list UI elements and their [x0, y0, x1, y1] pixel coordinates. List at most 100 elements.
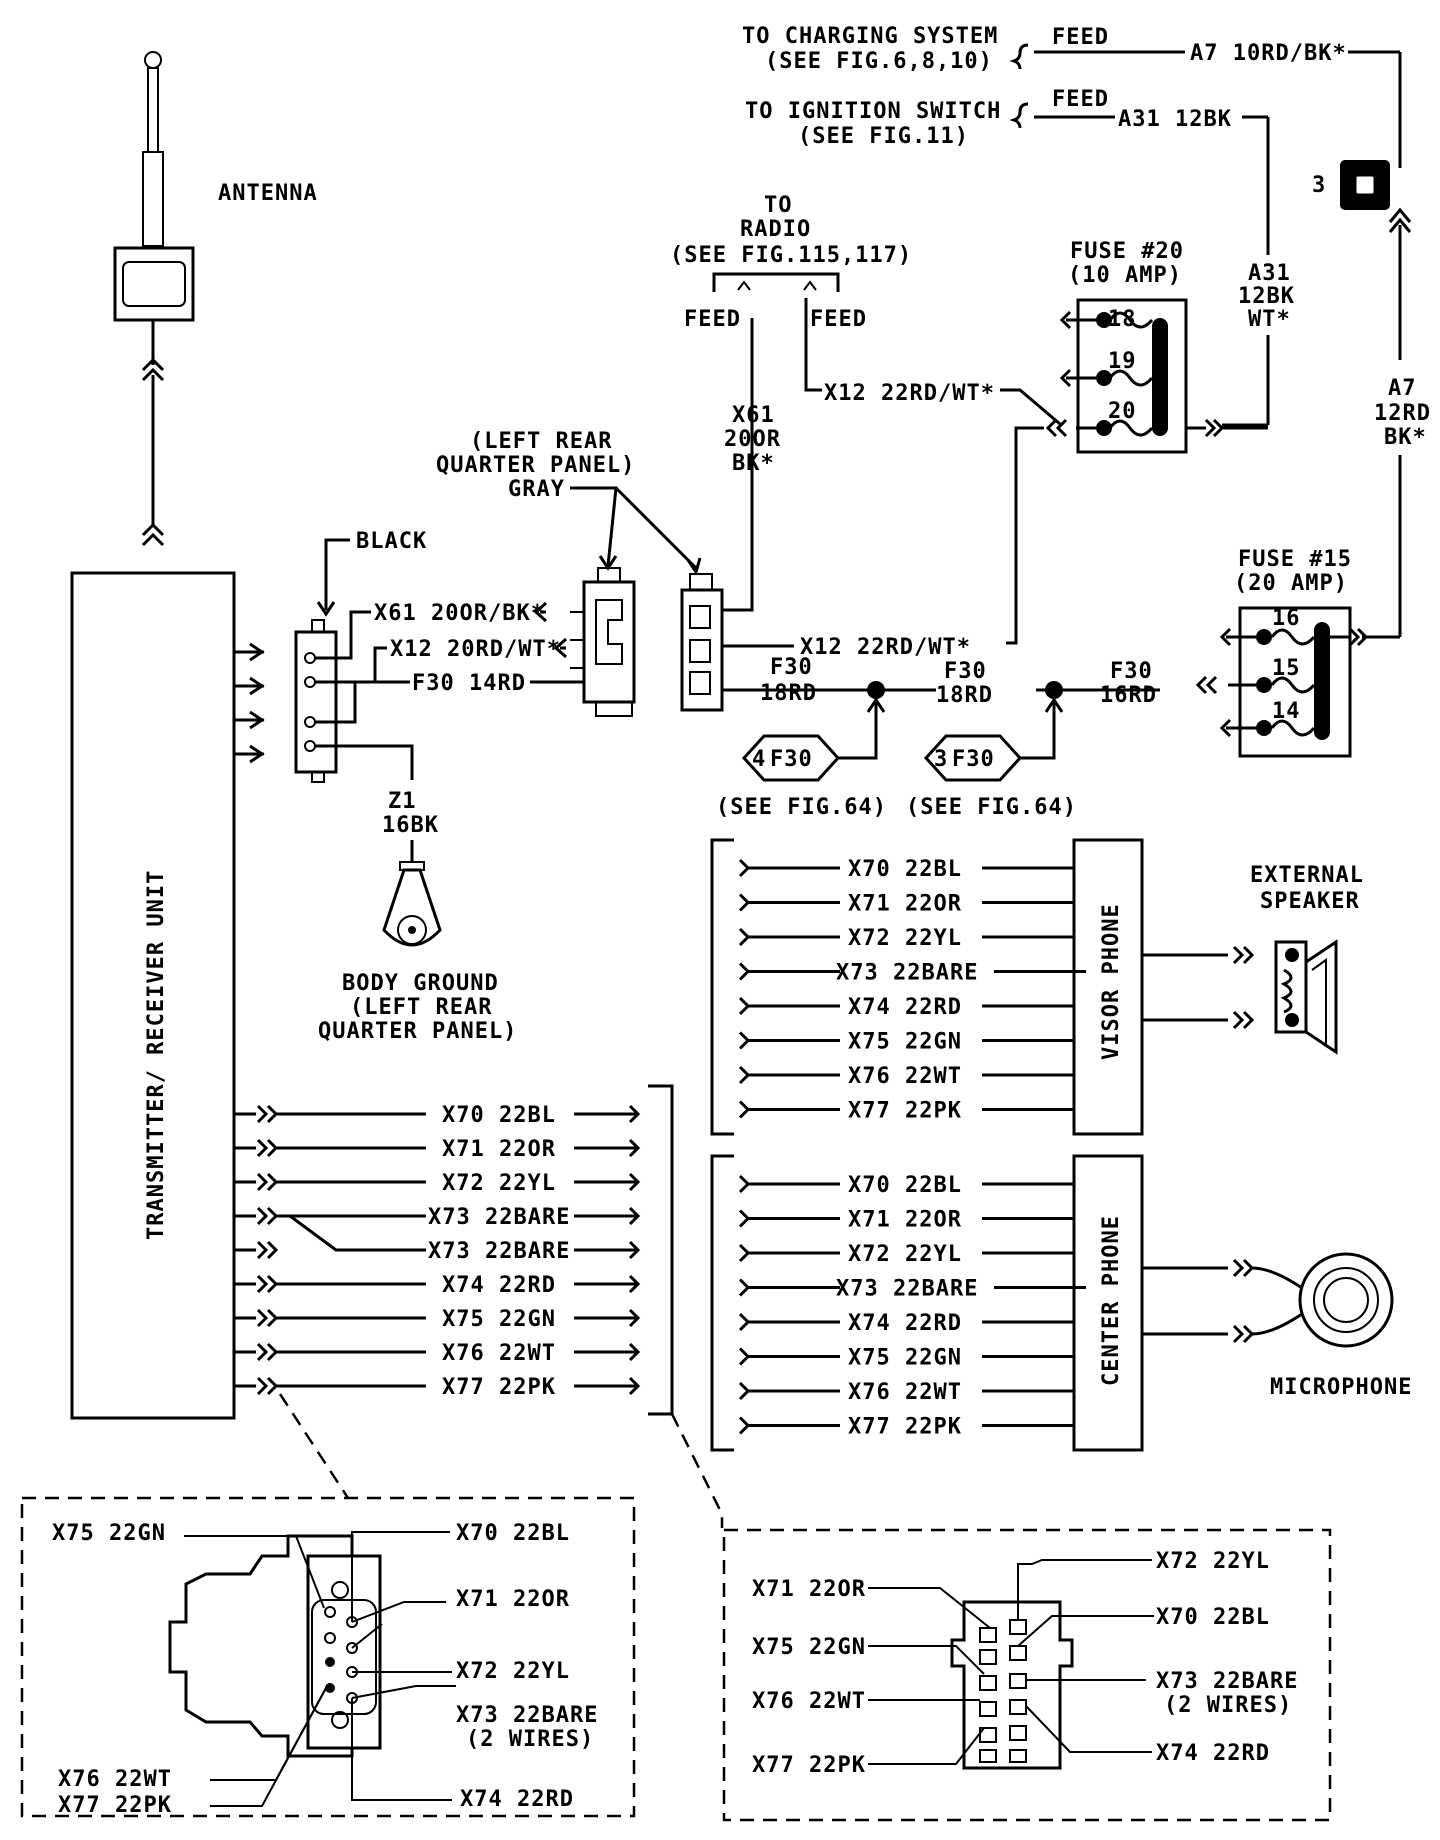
phone-wire-label: X72 22YL: [848, 1242, 962, 1267]
f30c-label-1: F30: [1110, 659, 1153, 684]
f30a-label-1: F30: [770, 655, 813, 680]
f30-chain: F30 18RD F30 18RD F30 16RD: [722, 655, 1160, 760]
dr-x70: X70 22BL: [1156, 1605, 1270, 1630]
phone-wire-row: X73 22BARE: [738, 961, 1086, 986]
fuse20-pin-18: 18: [1108, 307, 1137, 332]
splice-4: 4 F30 (SEE FIG.64): [716, 734, 886, 820]
f30a-label-2: 18RD: [760, 681, 817, 706]
dl-x72: X72 22YL: [456, 1659, 570, 1684]
unit-wire-row: X76 22WT: [234, 1341, 641, 1366]
fuse15-pin-14: 14: [1272, 699, 1301, 724]
phone-wire-label: X74 22RD: [848, 995, 962, 1020]
unit-wire-row: X71 22OR: [234, 1137, 641, 1162]
phone-wire-label: X77 22PK: [848, 1415, 962, 1440]
fuse20-pin-20: 20: [1108, 399, 1137, 424]
a31-wire: A31 12BK WT*: [1222, 261, 1295, 427]
charging-wire-label: A7 10RD/BK*: [1190, 41, 1347, 66]
phone-wire-label: X75 22GN: [848, 1030, 962, 1055]
unit-wire-bracket: [648, 1084, 674, 1416]
phone-wire-row: X76 22WT: [738, 1064, 1074, 1089]
splice-3-code: F30: [952, 747, 995, 772]
dl-x77: X77 22PK: [58, 1793, 172, 1818]
splice-4-num: 4: [752, 747, 766, 772]
splice-dot-1: [867, 681, 885, 699]
fuse-15: FUSE #15 (20 AMP) 16 15 14: [1195, 547, 1369, 758]
unit-wire-label: X76 22WT: [442, 1341, 556, 1366]
ignition-feed: TO IGNITION SWITCH (SEE FIG.11) FEED A31…: [745, 87, 1270, 255]
phone-wire-label: X70 22BL: [848, 857, 962, 882]
unit-wire-row: X77 22PK: [234, 1375, 641, 1400]
unit-wire-label: X75 22GN: [442, 1307, 556, 1332]
dl-x74: X74 22RD: [460, 1787, 574, 1812]
phone-wire-row: X71 22OR: [738, 892, 1074, 917]
ground-label-3: QUARTER PANEL): [318, 1019, 517, 1044]
fuse15-title: FUSE #15: [1238, 547, 1352, 572]
a31-label-3: WT*: [1248, 307, 1291, 332]
a7-label-1: A7: [1388, 376, 1417, 401]
connector-3-arrow: [1388, 207, 1412, 233]
unit-wire-row: X70 22BL: [234, 1103, 641, 1128]
dr-x76: X76 22WT: [752, 1689, 866, 1714]
phone-wire-row: X74 22RD: [738, 995, 1074, 1020]
ground-icon: [397, 915, 427, 945]
transmitter-receiver-unit: TRANSMITTER/ RECEIVER UNIT: [70, 571, 236, 1420]
x61-label-2: 20OR: [724, 427, 781, 452]
phone-wire-row: X74 22RD: [738, 1311, 1074, 1336]
phone-wire-row: X70 22BL: [738, 1173, 1074, 1198]
dr-2wires: (2 WIRES): [1164, 1693, 1292, 1718]
x12-upper-label: X12 22RD/WT*: [824, 381, 995, 406]
radio-label-1: TO: [764, 193, 793, 218]
x12-20rd-label: X12 20RD/WT*: [390, 637, 561, 662]
dr-x77: X77 22PK: [752, 1753, 866, 1778]
charging-label-2: (SEE FIG.6,8,10): [765, 49, 993, 74]
fuse15-pin-16: 16: [1272, 606, 1301, 631]
charging-feed: TO CHARGING SYSTEM (SEE FIG.6,8,10) FEED…: [742, 24, 1402, 168]
black-label: BLACK: [356, 529, 427, 554]
fuse15-pin-15: 15: [1272, 656, 1301, 681]
unit-wire-label: X71 22OR: [442, 1137, 556, 1162]
phone-wire-label: X76 22WT: [848, 1380, 962, 1405]
phone-wire-label: X76 22WT: [848, 1064, 962, 1089]
f30-14rd-label: F30 14RD: [412, 671, 526, 696]
phone-wire-row: X72 22YL: [738, 926, 1074, 951]
a31-label-2: 12BK: [1238, 284, 1295, 309]
speaker-label-2: SPEAKER: [1260, 889, 1360, 914]
phone-wire-label: X73 22BARE: [836, 961, 978, 986]
phone-wire-label: X70 22BL: [848, 1173, 962, 1198]
charging-label-1: TO CHARGING SYSTEM: [742, 24, 998, 49]
splice-3: 3 F30 (SEE FIG.64): [906, 734, 1076, 820]
dr-x75: X75 22GN: [752, 1635, 866, 1660]
dl-x76: X76 22WT: [58, 1767, 172, 1792]
dl-2wires: (2 WIRES): [466, 1727, 594, 1752]
unit-label: TRANSMITTER/ RECEIVER UNIT: [144, 870, 169, 1240]
x61-label-1: X61: [732, 403, 775, 428]
dr-x72: X72 22YL: [1156, 1549, 1270, 1574]
connector-3-number: 3: [1312, 173, 1326, 198]
unit-wire-label: X70 22BL: [442, 1103, 556, 1128]
quarter-panel-label: (LEFT REAR QUARTER PANEL) GRAY: [436, 429, 702, 576]
body-ground: BODY GROUND (LEFT REAR QUARTER PANEL): [318, 861, 517, 1044]
fuse20-rating: (10 AMP): [1068, 263, 1182, 288]
ignition-brace: [1009, 102, 1029, 129]
fuse20-busbar: [1152, 318, 1168, 436]
fuse20-title: FUSE #20: [1070, 239, 1184, 264]
detail-left-leader: [278, 1393, 350, 1499]
x61-wire: X61 20OR BK*: [722, 318, 781, 612]
antenna-label: ANTENNA: [218, 181, 318, 206]
unit-wire-row: X74 22RD: [234, 1273, 641, 1298]
z1-label: Z1: [388, 789, 417, 814]
splice-4-code: F30: [770, 747, 813, 772]
phone-wire-label: X77 22PK: [848, 1099, 962, 1124]
charging-feed-label: FEED: [1052, 25, 1109, 50]
phone-wire-row: X77 22PK: [738, 1415, 1074, 1440]
black-connector-wires: X61 20OR/BK* X12 20RD/WT* F30 14RD Z1 16…: [315, 601, 585, 862]
dl-x71: X71 22OR: [456, 1587, 570, 1612]
phone-wire-label: X71 22OR: [848, 1208, 962, 1233]
unit-wire-row: X73 22BARE: [234, 1214, 641, 1264]
unit-wire-row: X75 22GN: [234, 1307, 641, 1332]
unit-wire-label: X74 22RD: [442, 1273, 556, 1298]
radio-label-2: RADIO: [740, 217, 811, 242]
connector-3: 3: [1312, 160, 1412, 233]
